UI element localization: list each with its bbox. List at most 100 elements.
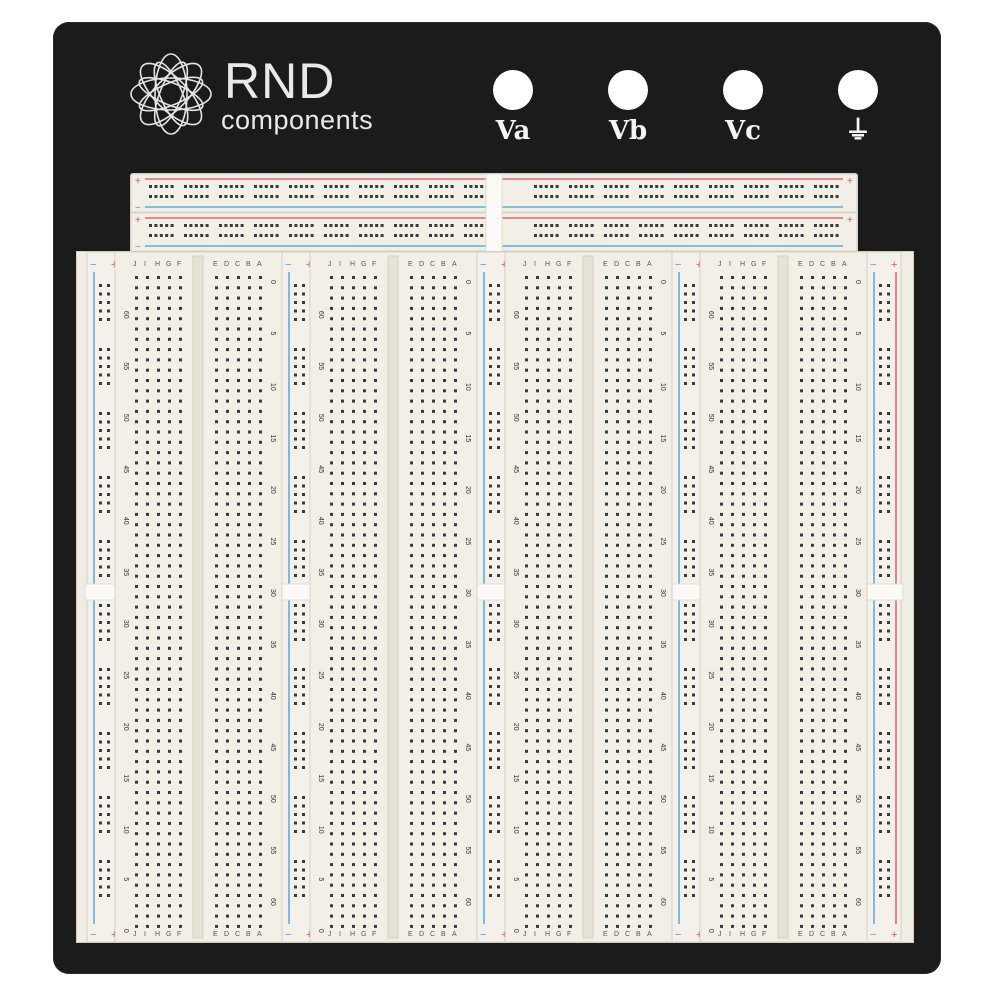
column-number: 55 <box>122 362 129 370</box>
column-number: 55 <box>659 847 666 855</box>
row-letter: E <box>213 931 218 938</box>
row-letter: C <box>625 931 630 938</box>
column-number: 5 <box>707 877 714 881</box>
rail-plus-mark: + <box>501 259 507 271</box>
row-letter: H <box>350 931 355 938</box>
column-number: 35 <box>512 568 519 576</box>
row-letter: A <box>647 261 652 268</box>
column-number: 15 <box>854 435 861 443</box>
column-number: 0 <box>269 280 276 284</box>
row-letter: C <box>430 261 435 268</box>
binding-post-va[interactable] <box>493 70 533 110</box>
row-letter: F <box>567 261 571 268</box>
row-letter: A <box>842 261 847 268</box>
column-number: 10 <box>512 826 519 834</box>
column-number: 30 <box>854 589 861 597</box>
row-letter: H <box>155 261 160 268</box>
row-letter: A <box>842 931 847 938</box>
row-letter: C <box>820 931 825 938</box>
rail-minus-mark: − <box>285 929 291 941</box>
column-number: 10 <box>854 383 861 391</box>
row-letter: H <box>545 261 550 268</box>
row-letter: I <box>144 931 146 938</box>
column-number: 55 <box>269 847 276 855</box>
row-letter: J <box>523 261 527 268</box>
row-letter: G <box>751 931 756 938</box>
column-number: 30 <box>317 620 324 628</box>
row-letter: C <box>625 261 630 268</box>
terminal-strip: JJIIHHGGFFEEDDCCBBAA00551010151520202525… <box>309 251 478 943</box>
row-letter: A <box>257 931 262 938</box>
column-number: 30 <box>269 589 276 597</box>
row-letter: D <box>419 931 424 938</box>
center-channel <box>192 255 204 939</box>
rail-plus-mark: + <box>111 929 117 941</box>
column-number: 0 <box>707 929 714 933</box>
row-letter: J <box>718 261 722 268</box>
column-number: 30 <box>659 589 666 597</box>
column-number: 35 <box>122 568 129 576</box>
terminal-strip: JJIIHHGGFFEEDDCCBBAA00551010151520202525… <box>699 251 868 943</box>
rail-joint <box>864 583 904 601</box>
column-number: 35 <box>464 641 471 649</box>
column-number: 5 <box>512 877 519 881</box>
column-number: 5 <box>659 332 666 336</box>
row-letter: E <box>798 261 803 268</box>
column-number: 45 <box>464 744 471 752</box>
row-letter: I <box>339 261 341 268</box>
rail-plus-mark: + <box>501 929 507 941</box>
column-number: 55 <box>854 847 861 855</box>
rail-minus-mark: − <box>90 259 96 271</box>
top-power-rail-strip[interactable]: ++−++− <box>130 173 858 253</box>
row-letter: G <box>361 931 366 938</box>
column-number: 35 <box>707 568 714 576</box>
row-letter: I <box>534 261 536 268</box>
rail-minus-mark: − <box>870 929 876 941</box>
row-letter: D <box>809 261 814 268</box>
row-letter: G <box>361 261 366 268</box>
ground-symbol-icon: ⏚ <box>844 116 871 146</box>
column-number: 5 <box>122 877 129 881</box>
rnd-knot-logo-icon <box>130 53 212 135</box>
column-number: 40 <box>122 517 129 525</box>
column-number: 15 <box>317 774 324 782</box>
row-letter: F <box>762 931 766 938</box>
column-number: 60 <box>122 311 129 319</box>
center-channel <box>387 255 399 939</box>
column-number: 55 <box>317 362 324 370</box>
column-number: 50 <box>269 795 276 803</box>
column-number: 20 <box>269 486 276 494</box>
column-number: 0 <box>659 280 666 284</box>
row-letter: F <box>762 261 766 268</box>
row-letter: C <box>430 931 435 938</box>
column-number: 30 <box>122 620 129 628</box>
column-number: 40 <box>464 692 471 700</box>
column-number: 10 <box>317 826 324 834</box>
row-letter: I <box>534 931 536 938</box>
row-letter: E <box>798 931 803 938</box>
rail-plus-mark: + <box>135 215 141 226</box>
row-letter: F <box>372 261 376 268</box>
column-number: 35 <box>317 568 324 576</box>
row-letter: G <box>751 261 756 268</box>
column-number: 0 <box>317 929 324 933</box>
row-letter: J <box>523 931 527 938</box>
binding-post-vb[interactable] <box>608 70 648 110</box>
rail-plus-mark: + <box>135 176 141 187</box>
column-number: 55 <box>707 362 714 370</box>
rail-minus-mark: − <box>480 259 486 271</box>
row-letter: H <box>545 931 550 938</box>
column-number: 45 <box>854 744 861 752</box>
row-letter: E <box>408 261 413 268</box>
binding-post-vc[interactable] <box>723 70 763 110</box>
column-number: 25 <box>512 671 519 679</box>
binding-post-ground[interactable] <box>838 70 878 110</box>
rail-plus-mark: + <box>306 929 312 941</box>
breadboard-terminal-holes: −+−+−+−+−+−+−+−+−+−+JJIIHHGGFFEEDDCCBBAA… <box>84 251 904 943</box>
rail-minus-mark: − <box>135 203 141 214</box>
row-letter: I <box>339 931 341 938</box>
column-number: 25 <box>317 671 324 679</box>
breadboard-base-plate: RND components Va Vb Vc ⏚ ++−++− −+−+−+−… <box>53 22 941 974</box>
row-letter: D <box>809 931 814 938</box>
